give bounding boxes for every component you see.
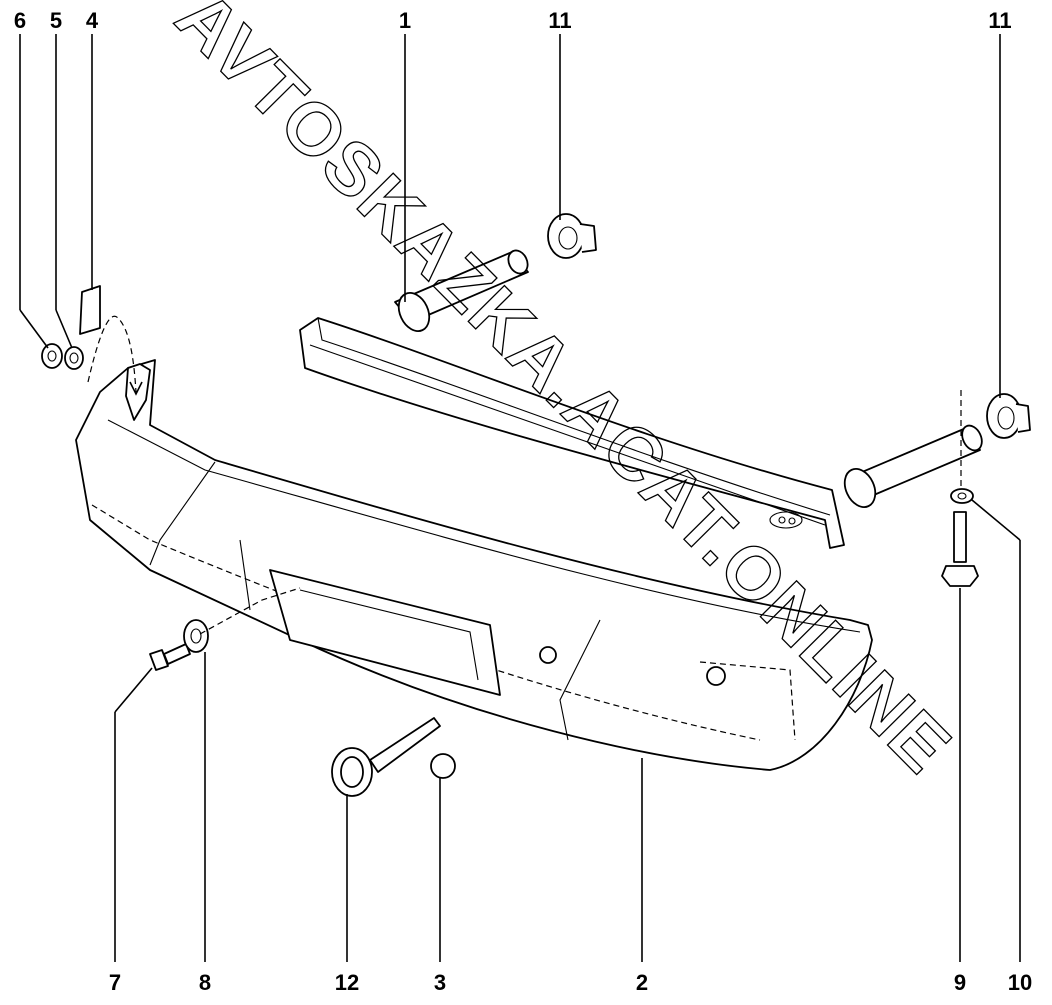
callout-12: 12 xyxy=(335,970,359,995)
assembly-arrowhead xyxy=(129,381,143,396)
callout-11-right: 11 xyxy=(988,8,1011,33)
callout-4: 4 xyxy=(86,8,99,33)
callout-9: 9 xyxy=(954,970,966,995)
lock-washer xyxy=(183,619,209,653)
callout-2: 2 xyxy=(636,970,648,995)
sticker-plate xyxy=(79,285,101,335)
callout-10: 10 xyxy=(1008,970,1032,995)
plug-cap-right xyxy=(986,393,1031,439)
mounting-tube-left xyxy=(394,249,529,332)
bolt-long xyxy=(941,511,979,587)
callout-1: 1 xyxy=(399,8,411,33)
assembly-arrow-path xyxy=(87,315,137,393)
bumper-reinforcement-beam xyxy=(299,317,845,549)
callout-7: 7 xyxy=(109,970,121,995)
callout-11-upper: 11 xyxy=(548,8,571,33)
mounting-tube-right xyxy=(843,424,983,508)
callout-6: 6 xyxy=(14,8,26,33)
flat-washer xyxy=(950,488,974,504)
callout-3: 3 xyxy=(434,970,446,995)
leader-lines xyxy=(19,34,1021,962)
nut xyxy=(64,346,84,370)
bumper-shell xyxy=(75,359,873,771)
callout-5: 5 xyxy=(50,8,62,33)
callout-8: 8 xyxy=(199,970,211,995)
washer xyxy=(41,343,63,369)
bolt-axis-line xyxy=(199,587,301,635)
plug-cap-round xyxy=(430,753,456,779)
bolt-short xyxy=(149,643,191,671)
plug-cap-upper xyxy=(547,213,597,259)
towing-eye xyxy=(331,717,441,797)
